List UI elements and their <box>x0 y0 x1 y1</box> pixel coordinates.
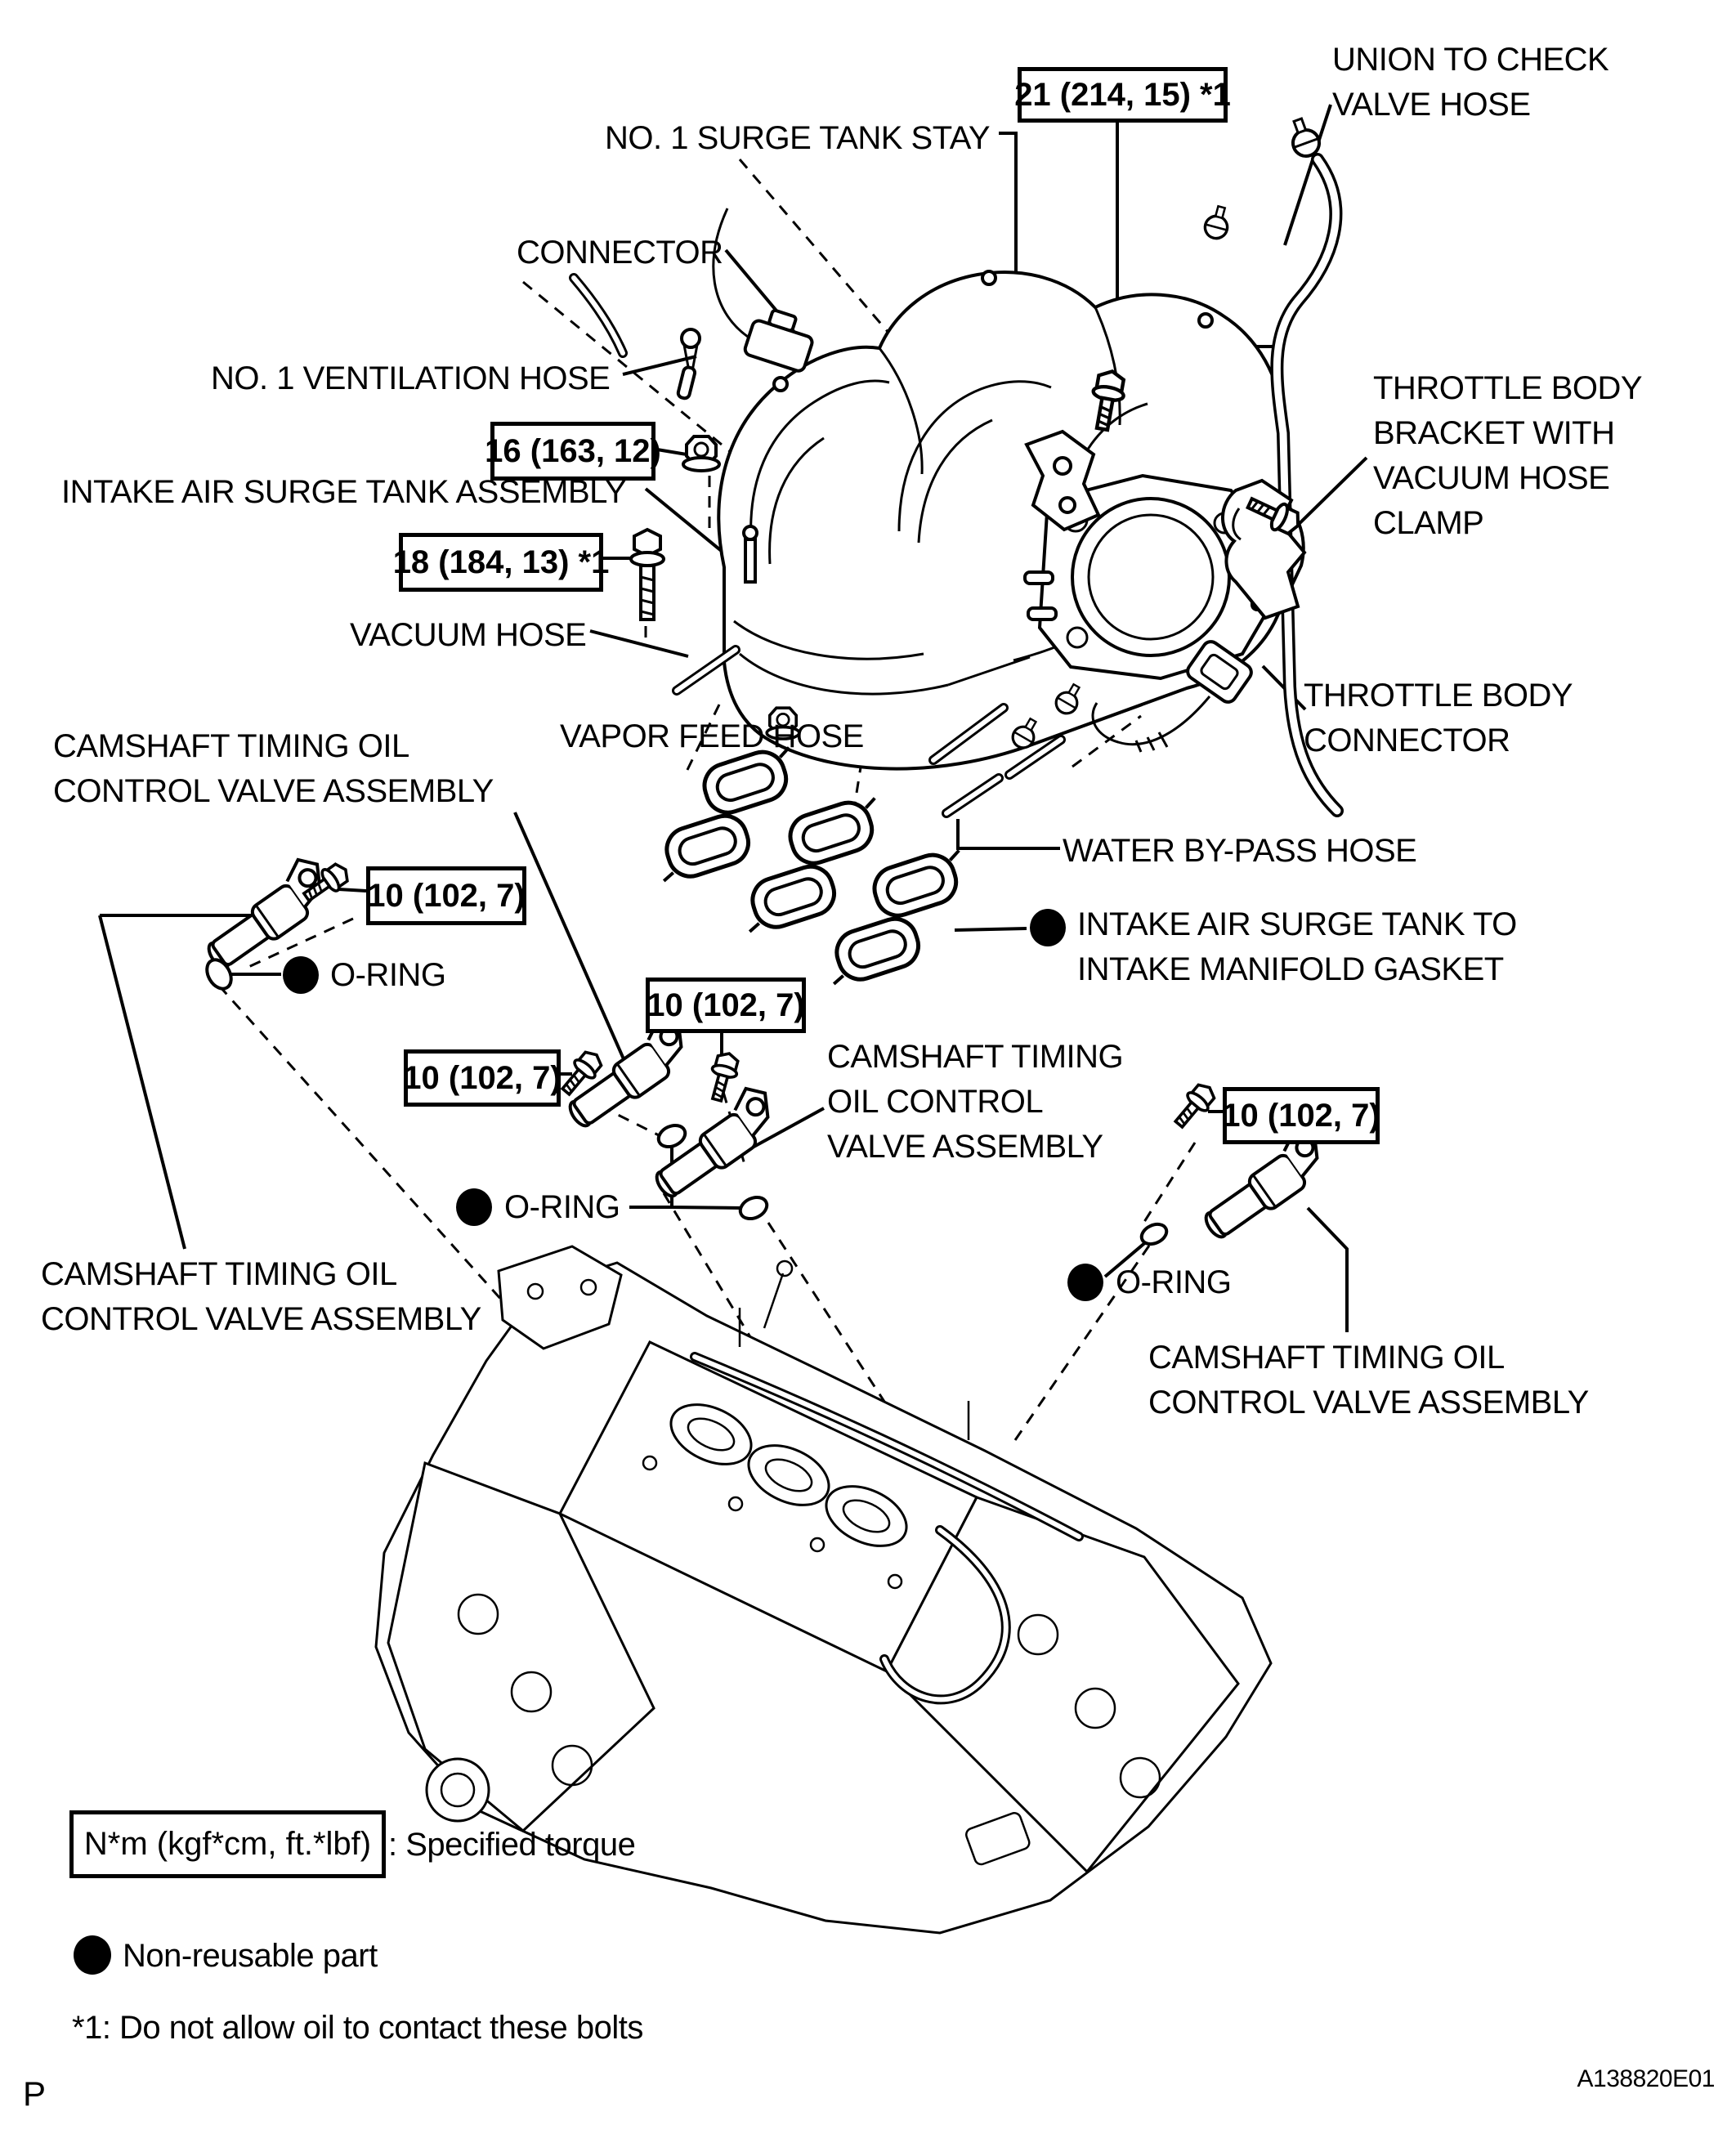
label-o-ring-left: O-RING <box>330 957 446 993</box>
o-ring-seals-drawing <box>205 958 1169 1246</box>
connector-drawing <box>712 208 814 373</box>
label-ventilation-hose: NO. 1 VENTILATION HOSE <box>211 360 611 396</box>
torque-box-18: 18 (184, 13) *1 <box>393 533 609 592</box>
throttle-connector-drawing <box>1091 640 1253 753</box>
label-connector: CONNECTOR <box>517 235 723 271</box>
label-camshaft-valve-bottom-right: CAMSHAFT TIMING OIL CONTROL VALVE ASSEMB… <box>1148 1340 1589 1420</box>
ventilation-hose-drawing <box>569 273 701 400</box>
label-intake-surge-tank-assembly: INTAKE AIR SURGE TANK ASSEMBLY <box>61 474 627 510</box>
label-surge-tank-stay: NO. 1 SURGE TANK STAY <box>605 120 991 156</box>
label-water-bypass-hose: WATER BY-PASS HOSE <box>1063 833 1417 869</box>
legend-non-reusable: Non-reusable part <box>123 1938 378 1974</box>
bolt-18-drawing <box>629 527 665 621</box>
label-throttle-body-connector: THROTTLE BODY CONNECTOR <box>1304 678 1573 758</box>
tank-stud-drawing <box>742 525 758 584</box>
non-reusable-bullet-icon <box>1067 1264 1103 1301</box>
non-reusable-bullet-icon <box>1030 909 1066 946</box>
torque-box-10c: 10 (102, 7) <box>403 1049 562 1107</box>
torque-box-10d: 10 (102, 7) <box>1222 1087 1380 1144</box>
label-union-check-valve-hose: UNION TO CHECK VALVE HOSE <box>1332 42 1609 123</box>
label-camshaft-valve-mid-right: CAMSHAFT TIMING OIL CONTROL VALVE ASSEMB… <box>827 1039 1124 1165</box>
torque-box-10a: 10 (102, 7) <box>366 866 526 925</box>
label-o-ring-middle: O-RING <box>504 1189 620 1225</box>
label-intake-manifold-gasket: INTAKE AIR SURGE TANK TO INTAKE MANIFOLD… <box>1077 906 1517 987</box>
label-throttle-body-bracket: THROTTLE BODY BRACKET WITH VACUUM HOSE C… <box>1373 370 1643 541</box>
water-bypass-hose-drawing <box>942 679 1087 818</box>
valve-bolt-icon <box>703 1049 743 1105</box>
figure-id: A138820E01 <box>1577 2065 1716 2092</box>
torque-unit-box: N*m (kgf*cm, ft.*lbf) <box>69 1810 386 1878</box>
label-vapor-feed-hose: VAPOR FEED HOSE <box>560 718 864 754</box>
torque-box-16: 16 (163, 12) <box>485 422 661 481</box>
valve-bolt-icon <box>1167 1077 1221 1134</box>
label-camshaft-valve-bottom-left: CAMSHAFT TIMING OIL CONTROL VALVE ASSEMB… <box>41 1256 481 1337</box>
legend-footnote: *1: Do not allow oil to contact these bo… <box>72 2010 643 2046</box>
nut-16-icon <box>682 435 721 472</box>
label-vacuum-hose: VACUUM HOSE <box>350 617 587 653</box>
vacuum-hose-drawing <box>672 645 740 696</box>
page-marker: P <box>23 2074 47 2113</box>
non-reusable-bullet-icon <box>74 1935 111 1975</box>
surge-tank-stay-drawing <box>1024 429 1101 532</box>
dashed-projection-lines <box>217 159 1228 1465</box>
hose-clamp-icon <box>1201 203 1234 243</box>
check-valve-hose-drawing <box>1201 114 1344 817</box>
label-camshaft-valve-top-left: CAMSHAFT TIMING OIL CONTROL VALVE ASSEMB… <box>53 728 494 809</box>
non-reusable-bullet-icon <box>283 956 319 994</box>
vapor-feed-hose-drawing <box>928 703 1009 765</box>
legend-specified-torque: : Specified torque <box>388 1827 636 1863</box>
intake-manifold-gaskets-drawing <box>635 743 987 989</box>
engine-block-drawing <box>374 1245 1273 1935</box>
non-reusable-bullet-icon <box>456 1188 492 1226</box>
label-o-ring-right: O-RING <box>1116 1264 1232 1300</box>
torque-box-10b: 10 (102, 7) <box>646 978 806 1033</box>
torque-box-21: 21 (214, 15) *1 <box>1014 67 1231 123</box>
